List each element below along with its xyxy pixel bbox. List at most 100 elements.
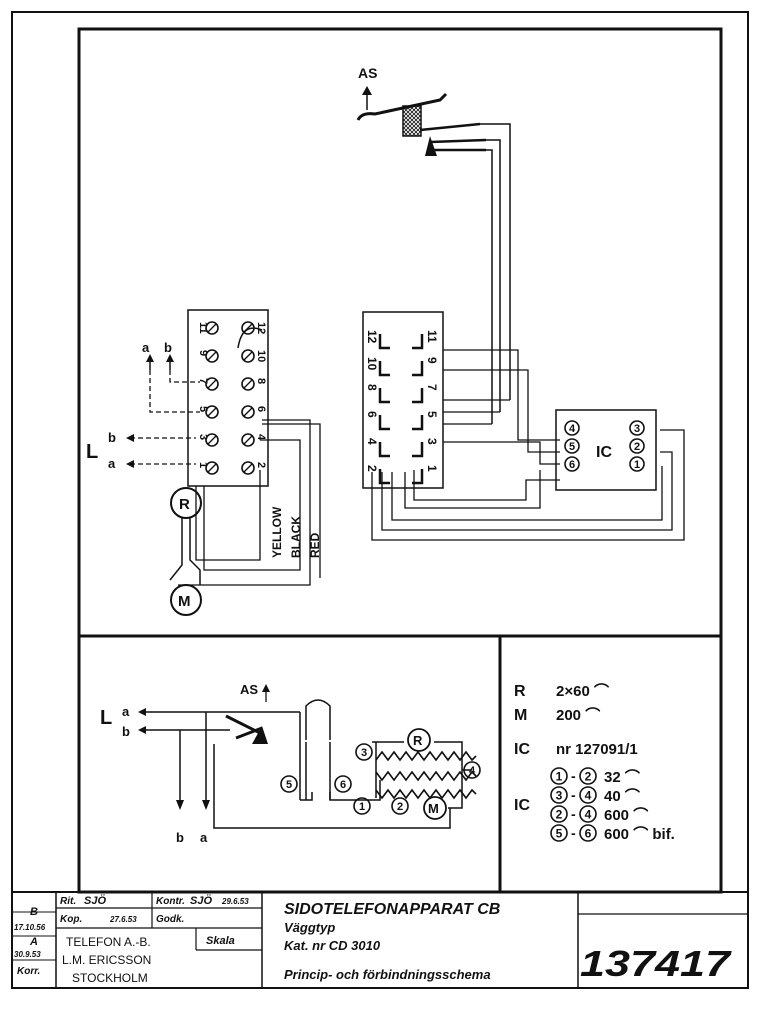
contact-springs <box>419 122 487 152</box>
ic-label: IC <box>596 444 612 461</box>
wire-a-label: a <box>108 456 116 471</box>
legend-value: 2×60 ⌒ <box>556 682 609 700</box>
svg-text:1: 1 <box>634 459 640 471</box>
circled-number <box>564 420 580 436</box>
svg-text:Väggtyp: Väggtyp <box>284 920 335 935</box>
svg-text:b: b <box>176 830 184 845</box>
circled-number <box>629 456 645 472</box>
terminal-screw <box>205 405 219 419</box>
terminal-number: 8 <box>255 378 267 384</box>
svg-text:2: 2 <box>585 769 592 783</box>
svg-text:2: 2 <box>397 801 403 813</box>
svg-text:b: b <box>122 724 130 739</box>
circled-number <box>550 786 568 804</box>
svg-text:6: 6 <box>569 459 575 471</box>
svg-text:Kop.: Kop. <box>60 914 82 925</box>
circled-number <box>550 805 568 823</box>
terminal-screw <box>241 433 255 447</box>
legend-ic-value: 32 ⌒ <box>604 768 640 786</box>
terminal-number: 11 <box>425 330 439 343</box>
svg-text:a: a <box>200 830 208 845</box>
svg-text:3: 3 <box>361 747 367 759</box>
coil-lower <box>375 788 477 800</box>
svg-text:1: 1 <box>359 801 365 813</box>
cable-colors: YELLOW BLACK RED <box>270 506 322 558</box>
receiver-symbol <box>170 487 202 519</box>
terminal-number: 10 <box>255 350 267 362</box>
svg-text:b: b <box>164 340 172 355</box>
svg-text:2: 2 <box>634 441 640 453</box>
circled-number <box>463 761 481 779</box>
svg-text:a: a <box>122 704 130 719</box>
wire-b-label: b <box>108 430 116 445</box>
hook-switch-assembly: AS <box>356 65 511 424</box>
terminal-number: 7 <box>197 378 209 384</box>
svg-text:-: - <box>571 825 576 841</box>
svg-text:29.6.53: 29.6.53 <box>221 897 249 906</box>
circled-number <box>579 824 597 842</box>
terminal-screw <box>241 405 255 419</box>
svg-text:SJÖ: SJÖ <box>190 894 212 907</box>
svg-text:SJÖ: SJÖ <box>84 894 106 907</box>
svg-text:M: M <box>428 801 439 816</box>
svg-text:Godk.: Godk. <box>156 914 184 925</box>
terminal-screw <box>205 321 219 335</box>
circled-number <box>564 456 580 472</box>
svg-text:AS: AS <box>240 682 258 697</box>
circled-number <box>334 775 352 793</box>
svg-text:YELLOW: YELLOW <box>270 506 284 558</box>
terminal-number: 4 <box>255 434 267 441</box>
svg-text:L: L <box>100 707 112 729</box>
legend-symbol: IC <box>514 741 530 758</box>
terminal-number: 10 <box>365 357 379 371</box>
terminal-number: 9 <box>425 357 439 364</box>
terminal-number: 1 <box>425 465 439 472</box>
svg-text:6: 6 <box>340 779 346 791</box>
circled-number <box>280 775 298 793</box>
terminal-number: 9 <box>197 350 209 356</box>
terminal-number: 2 <box>365 465 379 472</box>
svg-text:6: 6 <box>585 826 592 840</box>
ic-wiring <box>371 349 685 541</box>
svg-text:M: M <box>178 593 191 610</box>
receiver-and-magnet: R M <box>169 419 321 616</box>
svg-text:Princip- och förbindningsschem: Princip- och förbindningsschema <box>284 967 491 982</box>
svg-text:27.6.53: 27.6.53 <box>109 915 137 924</box>
hook-insulator <box>402 105 422 137</box>
terminal-number: 3 <box>425 438 439 445</box>
terminal-number: 12 <box>365 330 379 344</box>
svg-text:L.M. ERICSSON: L.M. ERICSSON <box>62 953 151 967</box>
svg-text:5: 5 <box>569 441 575 453</box>
terminal-number: 5 <box>197 406 209 412</box>
svg-text:-: - <box>571 787 576 803</box>
svg-text:5: 5 <box>556 826 563 840</box>
svg-text:Skala: Skala <box>206 935 235 947</box>
circled-number <box>355 743 373 761</box>
terminal-number: 8 <box>365 384 379 391</box>
svg-text:3: 3 <box>634 423 640 435</box>
svg-text:a: a <box>142 340 150 355</box>
svg-text:1: 1 <box>556 769 563 783</box>
svg-text:R: R <box>413 733 423 748</box>
circled-number <box>550 824 568 842</box>
legend-symbol: M <box>514 707 527 724</box>
svg-text:30.9.53: 30.9.53 <box>14 950 41 959</box>
terminal-screw <box>205 433 219 447</box>
title-block: B 17.10.56 A 30.9.53 Korr. Rit. SJÖ Kont… <box>11 891 749 989</box>
svg-text:17.10.56: 17.10.56 <box>14 923 46 932</box>
circled-number <box>629 438 645 454</box>
terminal-screw <box>205 461 219 475</box>
svg-text:Kat. nr CD 3010: Kat. nr CD 3010 <box>284 938 381 953</box>
svg-text:3: 3 <box>556 788 563 802</box>
terminal-number: 2 <box>255 462 267 468</box>
svg-text:5: 5 <box>286 779 292 791</box>
circled-number <box>550 767 568 785</box>
svg-text:4: 4 <box>585 807 592 821</box>
terminal-number: 12 <box>255 322 267 334</box>
terminal-number: 6 <box>365 411 379 418</box>
legend-ic-value: 600 ⌒ bif. <box>604 825 675 843</box>
